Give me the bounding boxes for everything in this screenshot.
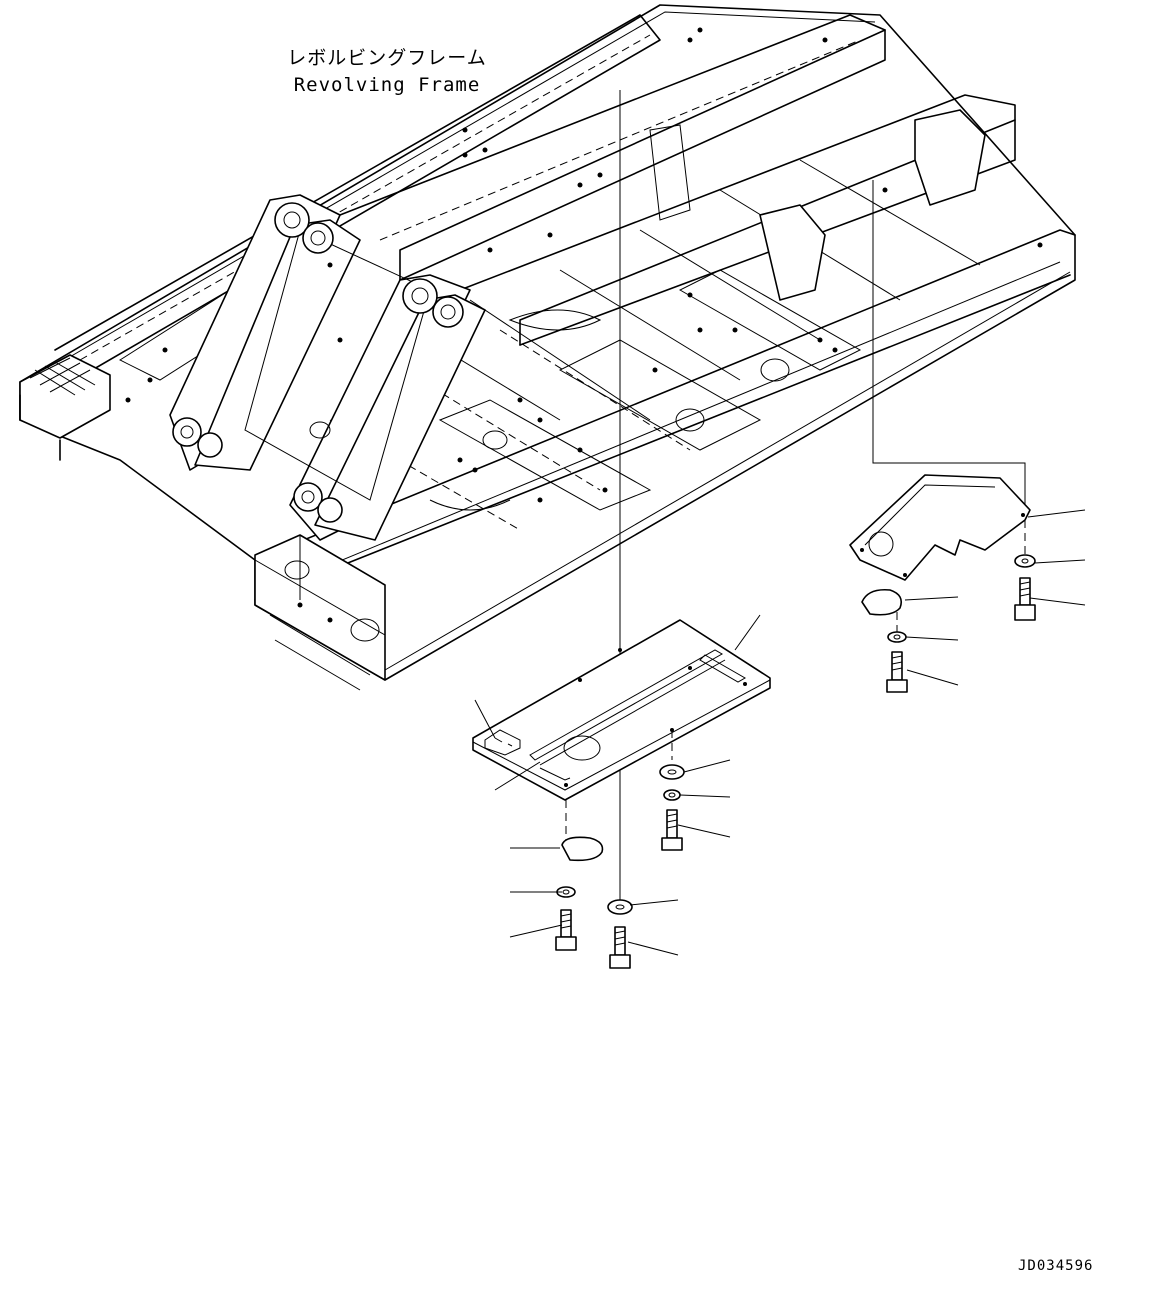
frame-title-japanese: レボルビングフレーム: [287, 47, 487, 69]
drawing-id: JD034596: [1018, 1258, 1094, 1274]
revolving-frame: [20, 5, 1075, 690]
frame-title-english: Revolving Frame: [293, 74, 481, 96]
center-cover-assembly: [473, 90, 770, 968]
right-cover-assembly: [850, 180, 1085, 692]
frame-bolt-dots: [125, 27, 1043, 623]
